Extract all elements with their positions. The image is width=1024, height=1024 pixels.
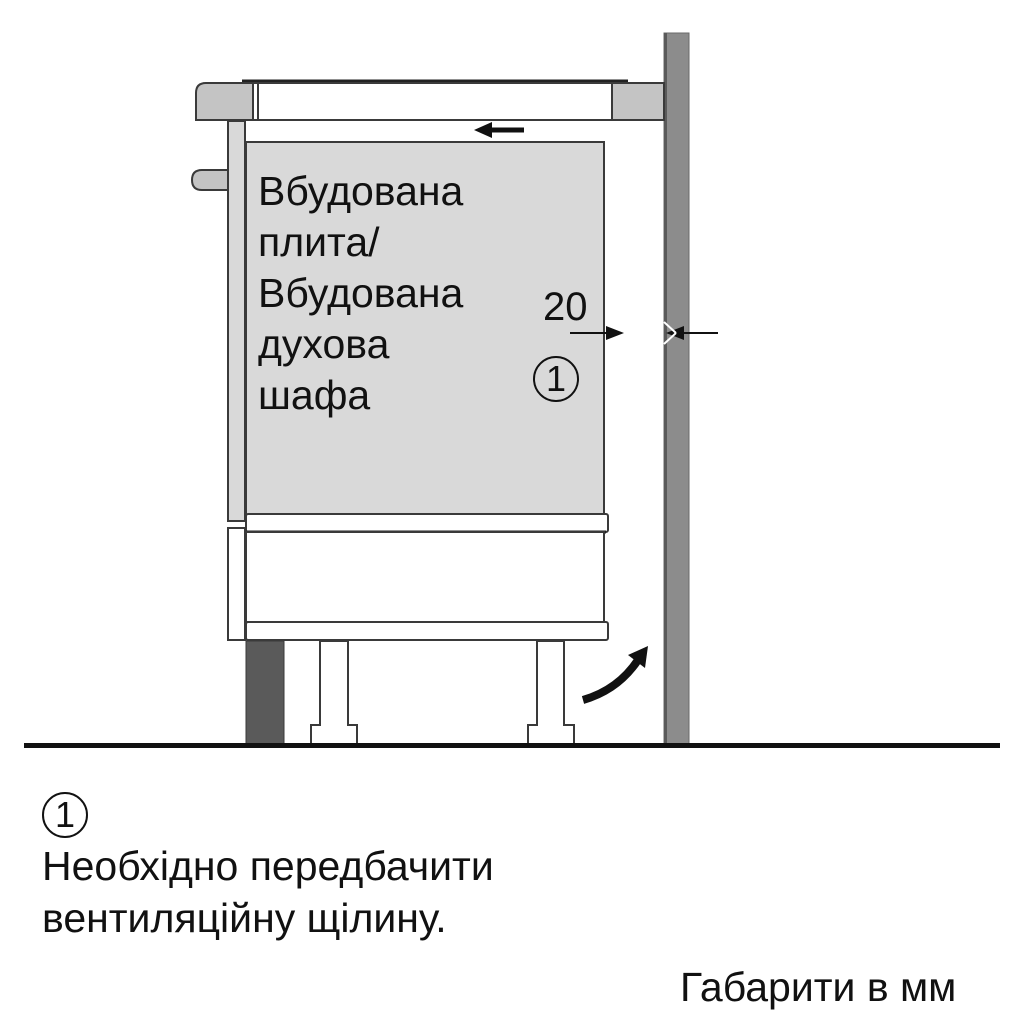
appliance-label-line: Вбудована bbox=[258, 270, 464, 316]
appliance-label-line: шафа bbox=[258, 372, 371, 418]
legend-note: Необхідно передбачити вентиляційну щілин… bbox=[42, 840, 494, 944]
legend-note-line: Необхідно передбачити bbox=[42, 843, 494, 889]
oven-knob bbox=[190, 169, 229, 191]
shelf-top bbox=[245, 513, 609, 533]
airflow-arrow-left-icon bbox=[474, 122, 524, 138]
bottom-board bbox=[245, 621, 609, 641]
ventilation-arrow-icon bbox=[581, 646, 648, 704]
hob-worktop bbox=[195, 79, 665, 121]
dimension-label: 20 bbox=[543, 285, 588, 329]
cabinet-leg-right bbox=[527, 640, 575, 746]
units-caption: Габарити в мм bbox=[680, 964, 957, 1010]
callout-marker: 1 bbox=[533, 356, 579, 402]
appliance-label-line: плита/ bbox=[258, 219, 380, 265]
floor-line bbox=[24, 743, 1000, 748]
cabinet-side-upper bbox=[227, 120, 246, 522]
legend-marker: 1 bbox=[42, 792, 88, 838]
legend-note-line: вентиляційну щілину. bbox=[42, 895, 447, 941]
appliance-label-line: духова bbox=[258, 321, 390, 367]
cabinet-side-lower bbox=[227, 527, 246, 641]
dimension-arrows-20 bbox=[570, 321, 718, 345]
appliance-label-line: Вбудована bbox=[258, 168, 464, 214]
cabinet-leg-left bbox=[310, 640, 358, 746]
rear-wall bbox=[663, 32, 690, 746]
drawer bbox=[245, 531, 605, 623]
plinth bbox=[245, 640, 285, 746]
oven-body bbox=[245, 141, 605, 517]
appliance-label: Вбудована плита/ Вбудована духова шафа bbox=[258, 166, 463, 421]
